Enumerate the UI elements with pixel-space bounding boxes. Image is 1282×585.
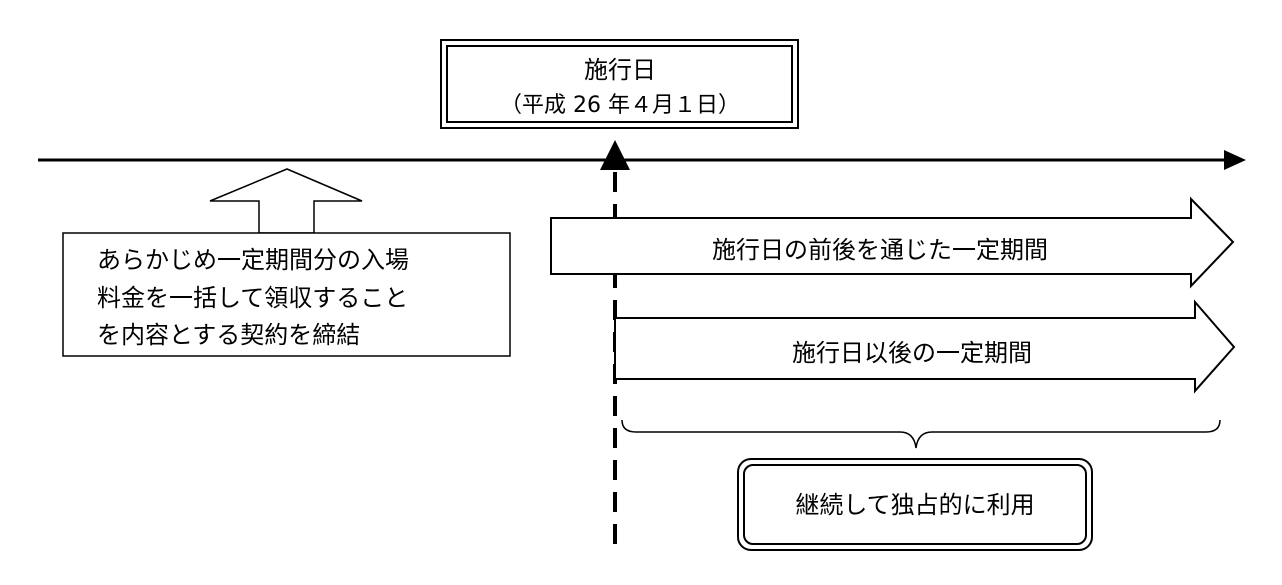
period-around-label: 施行日の前後を通じた一定期間 — [712, 236, 1048, 264]
contract-line-2: 料金を一括して領収すること — [97, 284, 408, 312]
contract-line-3: を内容とする契約を締結 — [97, 321, 360, 349]
enforcement-title: 施行日 — [584, 56, 656, 84]
period-arrow-around-enforcement: 施行日の前後を通じた一定期間 — [550, 196, 1235, 289]
period-arrow-after-enforcement: 施行日以後の一定期間 — [614, 299, 1236, 394]
contract-box-border — [62, 232, 511, 357]
timeline-arrowhead — [1224, 150, 1246, 170]
contract-up-arrow-icon — [209, 168, 363, 234]
contract-line-1: あらかじめ一定期間分の入場 — [97, 246, 409, 274]
period-arrow-after-shape — [614, 299, 1236, 394]
enforcement-box-inner-border — [446, 45, 793, 123]
enforcement-marker — [600, 140, 630, 548]
usage-label: 継続して独占的に利用 — [795, 491, 1034, 519]
period-curly-brace — [621, 419, 1221, 449]
contract-box: あらかじめ一定期間分の入場 料金を一括して領収すること を内容とする契約を締結 — [62, 232, 511, 357]
period-arrow-around-shape — [550, 196, 1235, 289]
enforcement-triangle-icon — [600, 140, 630, 170]
usage-box-inner-border — [743, 464, 1087, 545]
enforcement-box-outer-border — [440, 39, 799, 129]
usage-box-outer-border — [737, 458, 1093, 551]
enforcement-date-box: 施行日 （平成 26 年４月１日） — [440, 39, 799, 129]
timeline — [38, 150, 1246, 170]
period-after-label: 施行日以後の一定期間 — [792, 339, 1032, 367]
usage-box: 継続して独占的に利用 — [737, 458, 1093, 551]
enforcement-date: （平成 26 年４月１日） — [500, 93, 740, 118]
